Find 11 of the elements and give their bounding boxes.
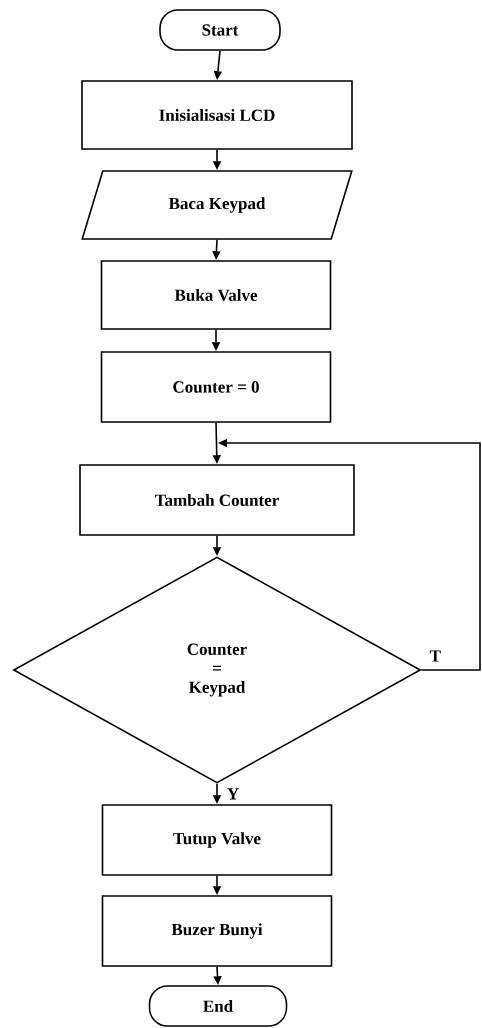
terminator: End (148, 985, 288, 1027)
input-parallelogram: Baca Keypad (81, 170, 353, 240)
process-box: Buzer Bunyi (101, 895, 333, 967)
edge-label: Y (227, 788, 239, 800)
terminator: Start (159, 9, 281, 51)
process-box: Inisialisasi LCD (81, 80, 353, 150)
edge-label: T (429, 650, 441, 662)
process-box: Counter = 0 (100, 351, 332, 423)
process-box: Buka Valve (100, 260, 332, 330)
process-box: Tutup Valve (101, 804, 333, 876)
process-box: Tambah Counter (79, 464, 355, 536)
